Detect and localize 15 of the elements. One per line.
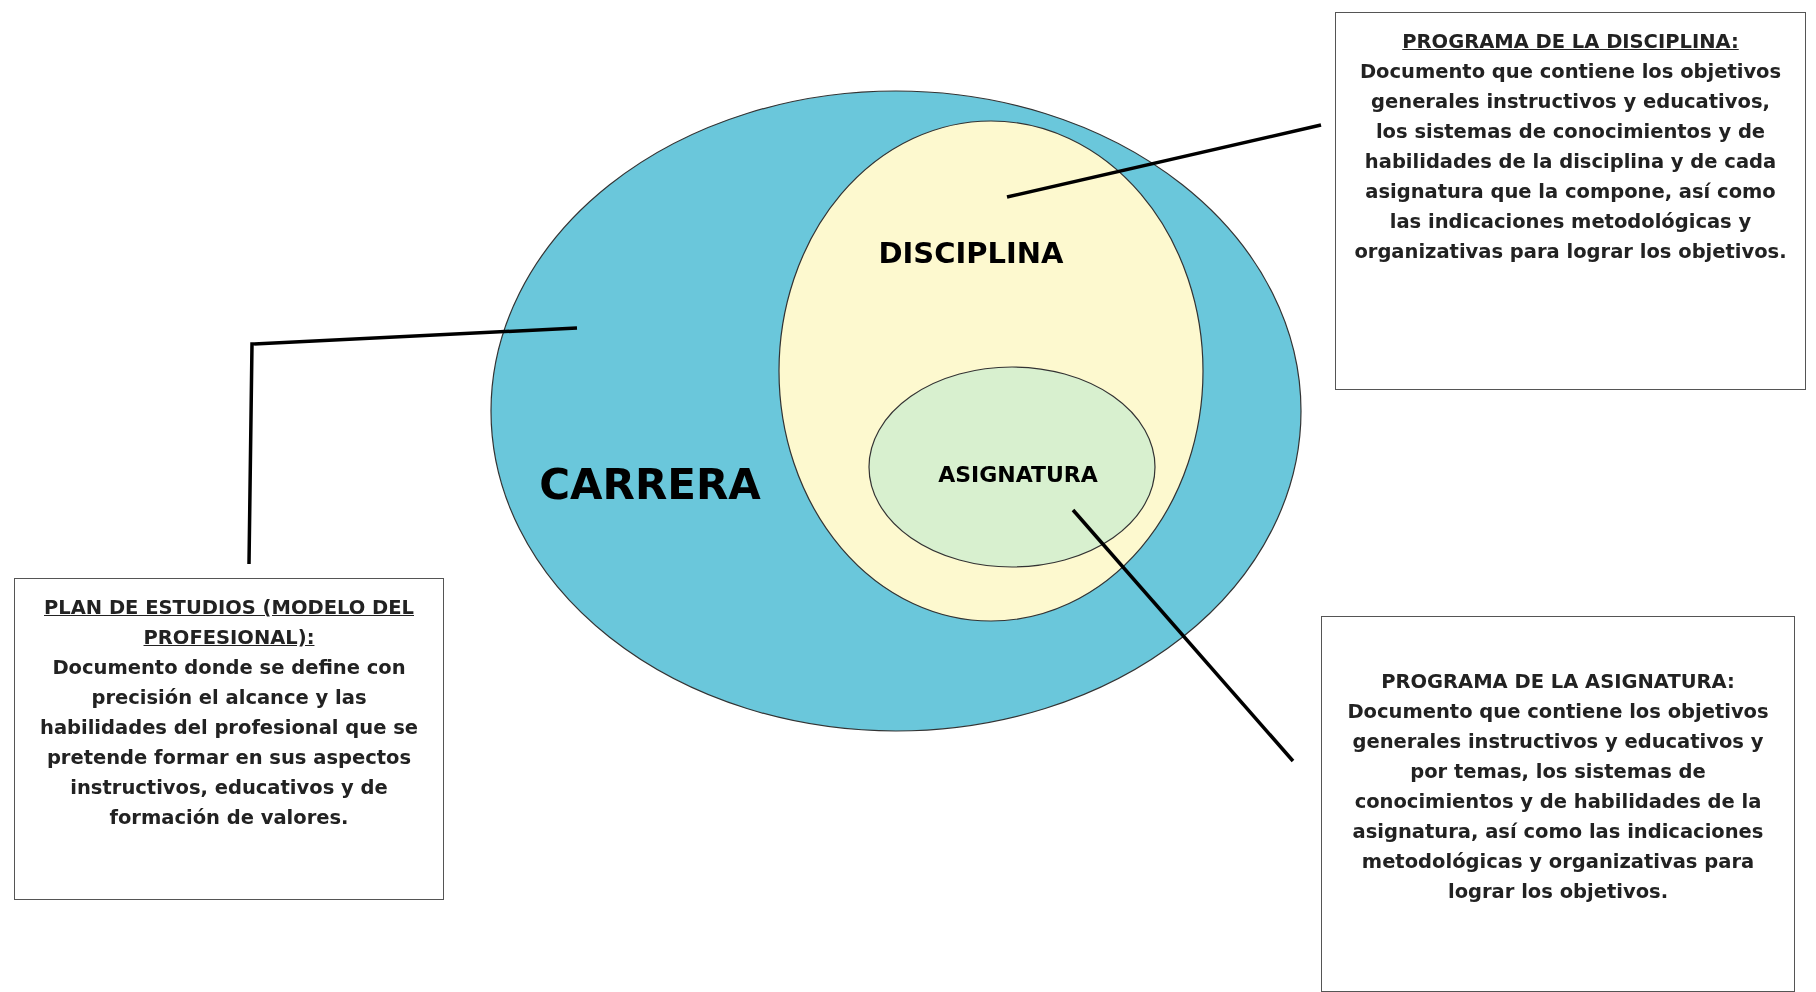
region-label: DISCIPLINA xyxy=(878,236,1064,270)
box-description: Documento donde se define con precisión el alcance y las habilidades del profesional que se pretende formar en sus aspectos instructivos, educativos y de formación de valores. xyxy=(39,655,419,831)
region-label: ASIGNATURA xyxy=(938,461,1098,487)
leader-line xyxy=(1071,508,1295,763)
box-heading: PROGRAMA DE LA DISCIPLINA: xyxy=(1401,29,1740,55)
box-description: Documento que contiene los objetivos generales instructivos y educativos, los sistemas de conocimientos y de habilidades de la disciplina y de cada asignatura que la compone, así como las indicaciones metodológicas y organizativas para lograr los objetivos. xyxy=(1353,59,1788,265)
text-box xyxy=(1321,616,1795,992)
box-heading: PLAN DE ESTUDIOS (MODELO DEL PROFESIONAL): xyxy=(43,595,415,651)
leader-line xyxy=(247,326,578,565)
region-label: CARRERA xyxy=(539,459,761,509)
leader-line xyxy=(1006,123,1322,199)
box-heading: PROGRAMA DE LA ASIGNATURA: xyxy=(1380,669,1736,695)
text-box xyxy=(1335,12,1806,390)
box-description: Documento que contiene los objetivos generales instructivos y educativos y por temas, los sistemas de conocimientos y de habilidades de la asignatura, así como las indicaciones metodológicas y organizativas para lograr los objetivos. xyxy=(1346,699,1770,905)
text-box xyxy=(14,578,444,900)
